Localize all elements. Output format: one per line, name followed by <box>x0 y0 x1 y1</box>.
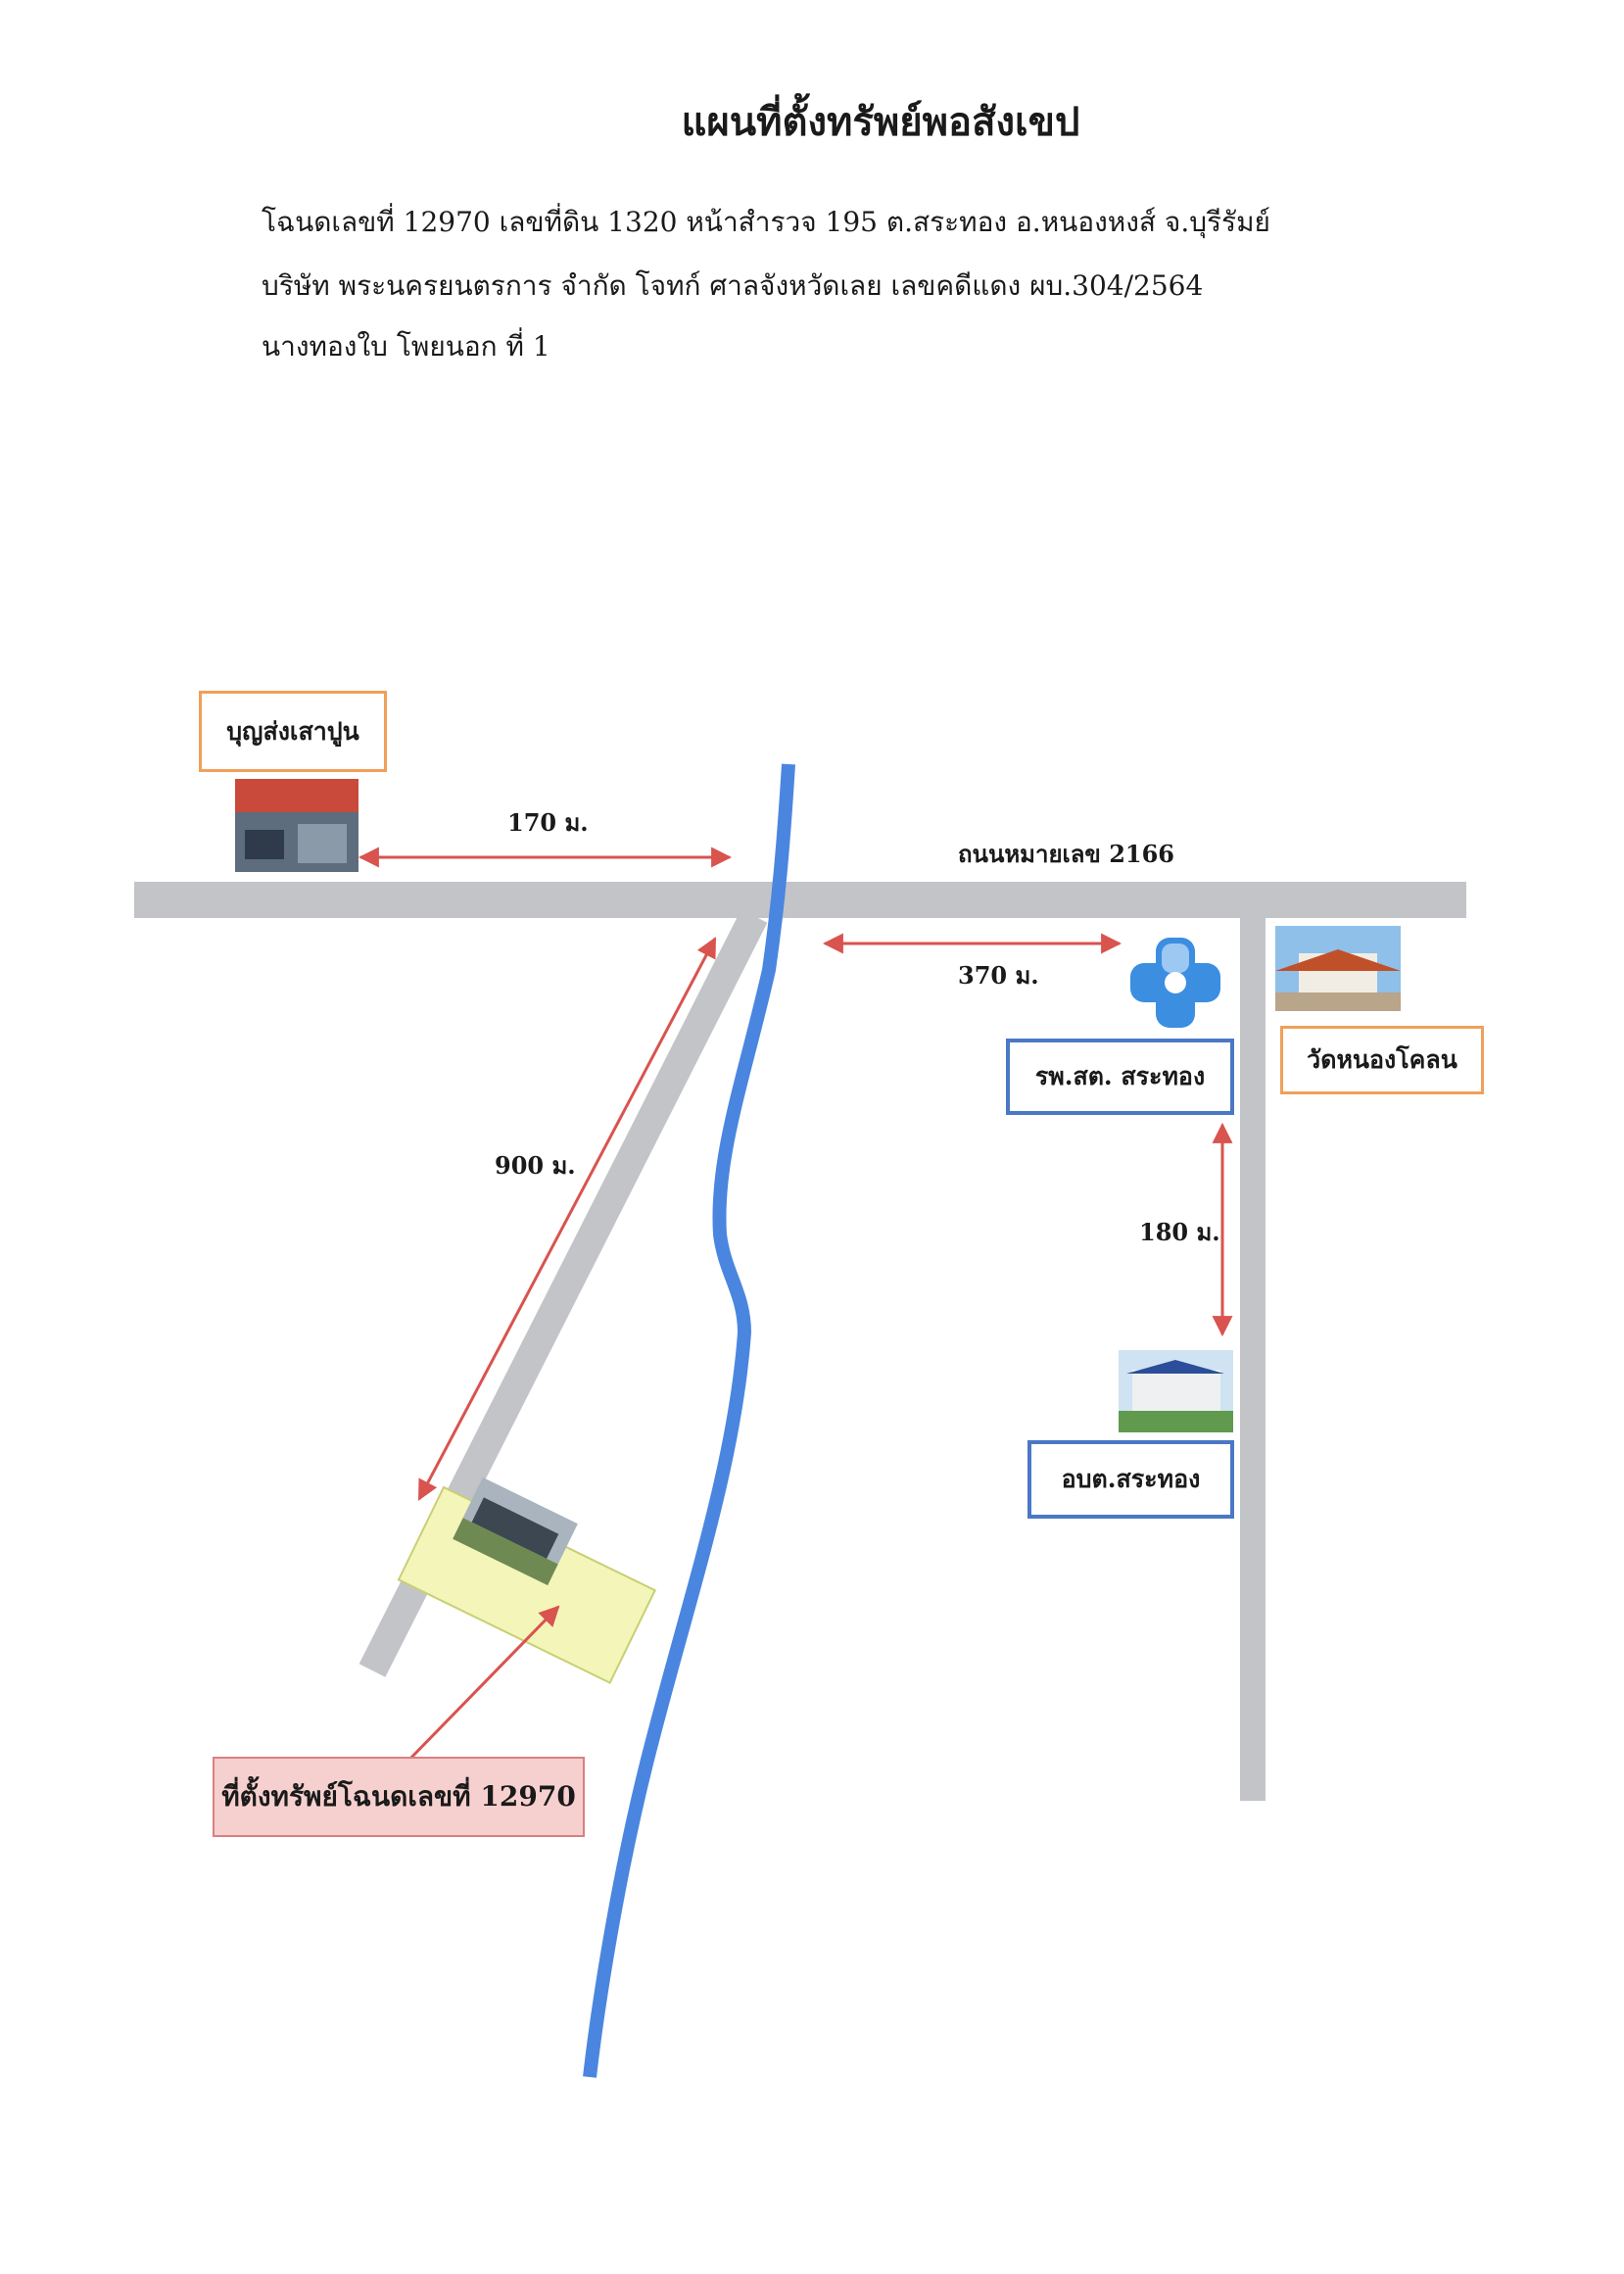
deed-info-line: โฉนดเลขที่ 12970 เลขที่ดิน 1320 หน้าสำรว… <box>262 206 1270 238</box>
temple-label: วัดหนองโคลน <box>1280 1026 1484 1094</box>
distance-label-branch: 900 ม. <box>495 1151 576 1180</box>
highway-road <box>134 882 1466 918</box>
health-cross-icon <box>1130 938 1220 1028</box>
distance-label-health: 370 ม. <box>958 961 1039 990</box>
distance-label-shop: 170 ม. <box>507 808 589 837</box>
river <box>583 763 795 2078</box>
side-road <box>1240 916 1266 1801</box>
sao-building-photo <box>1119 1350 1233 1432</box>
sao-label: อบต.สระทอง <box>1027 1440 1234 1519</box>
health-center-label: รพ.สต. สระทอง <box>1006 1039 1234 1115</box>
case-info-line: บริษัท พระนครยนตรการ จำกัด โจทก์ ศาลจังห… <box>262 269 1204 302</box>
road-name-label: ถนนหมายเลข 2166 <box>958 840 1174 868</box>
owner-info-line: นางทองใบ โพยนอก ที่ 1 <box>262 330 550 363</box>
distance-arrow-branch <box>417 937 717 1501</box>
distance-label-sao: 180 ม. <box>1139 1218 1220 1246</box>
cement-shop-label: บุญส่งเสาปูน <box>199 691 387 772</box>
property-pointer-arrow <box>402 1605 560 1767</box>
temple-photo <box>1275 926 1401 1011</box>
property-label: ที่ตั้งทรัพย์โฉนดเลขที่ 12970 <box>213 1757 585 1837</box>
map-title: แผนที่ตั้งทรัพย์พอสังเขป <box>681 99 1080 145</box>
cement-shop-photo <box>235 779 358 872</box>
